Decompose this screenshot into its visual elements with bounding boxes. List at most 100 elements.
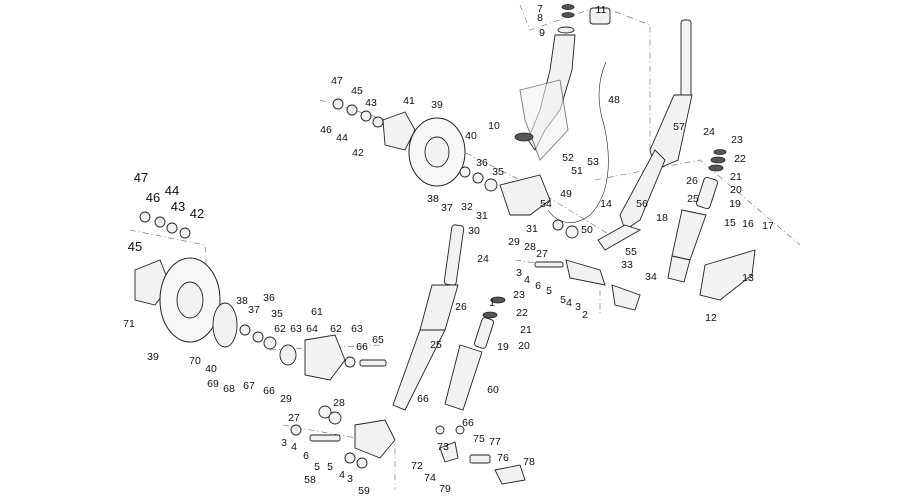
part-label: 73 [437,441,449,453]
part-label: 4 [339,469,345,481]
part-label: 57 [673,121,685,133]
part-label: 53 [587,156,599,168]
part-label: 44 [165,183,179,198]
part-label: 4 [291,441,297,453]
part-label: 5 [546,285,552,297]
part-label: 26 [686,175,698,187]
part-label: 71 [123,318,135,330]
part-label: 7 [537,3,543,15]
part-label: 24 [703,126,715,138]
part-label: 18 [656,212,668,224]
part-label: 21 [520,324,532,336]
part-label: 26 [455,301,467,313]
part-label: 55 [625,246,637,258]
part-label: 21 [730,171,742,183]
part-label: 43 [171,199,185,214]
part-label: 36 [263,292,275,304]
part-label: 48 [608,94,620,106]
part-label: 11 [596,4,607,16]
part-label: 39 [431,99,443,111]
part-label: 9 [539,27,545,39]
part-label: 47 [134,170,148,185]
part-label: 63 [290,323,302,335]
part-label: 62 [330,323,342,335]
part-label: 69 [207,378,219,390]
part-label: 1 [489,297,495,309]
part-label: 23 [731,134,743,146]
part-label: 3 [575,301,581,313]
part-label: 22 [734,153,746,165]
part-label: 49 [560,188,572,200]
part-label: 25 [430,339,442,351]
part-label: 72 [411,460,423,472]
part-label: 27 [288,412,300,424]
part-label: 23 [513,289,525,301]
part-label: 79 [439,483,451,495]
part-label: 4 [524,274,530,286]
part-label: 50 [581,224,593,236]
part-label: 62 [274,323,286,335]
part-label: 31 [476,210,488,222]
part-label: 3 [516,267,522,279]
part-label: 27 [536,248,548,260]
part-label: 29 [280,393,292,405]
part-label: 60 [487,384,499,396]
part-label: 16 [742,218,754,230]
part-label: 5 [560,294,566,306]
steering-column [514,4,611,161]
part-label: 56 [636,198,648,210]
part-label: 6 [303,450,309,462]
part-label: 20 [518,340,530,352]
speedometer-drive [435,425,526,485]
left-fork-leg [392,224,465,411]
part-label: 58 [304,474,316,486]
part-label: 78 [523,456,535,468]
left-shock-absorber [444,296,506,411]
lower-brake-caliper [239,324,387,381]
part-label: 13 [742,272,754,284]
brake-cable [547,61,609,223]
part-label: 64 [306,323,318,335]
part-label: 45 [351,85,363,97]
part-label: 44 [336,132,348,144]
part-label: 74 [424,472,436,484]
part-label: 63 [351,323,363,335]
part-label: 32 [461,201,473,213]
right-shock-absorber [667,149,727,283]
part-label: 38 [427,193,439,205]
left-wheel-axle-carrier [290,405,396,469]
part-label: 37 [248,304,260,316]
part-label: 59 [358,485,370,497]
mudguard-bracket [699,249,756,301]
part-label: 54 [540,198,552,210]
part-label: 14 [600,198,612,210]
part-label: 31 [526,223,538,235]
part-label: 67 [243,380,255,392]
part-label: 19 [729,198,741,210]
part-label: 3 [347,473,353,485]
part-label: 75 [473,433,485,445]
part-label: 12 [705,312,717,324]
part-label: 28 [524,241,536,253]
part-label: 19 [497,341,509,353]
part-label: 24 [477,253,489,265]
upper-brake-disc [408,117,466,187]
part-label: 65 [372,334,384,346]
part-label: 42 [352,147,364,159]
part-label: 2 [582,309,588,321]
part-label: 42 [190,206,204,221]
part-label: 5 [314,461,320,473]
part-label: 35 [271,308,283,320]
part-label: 46 [320,124,332,136]
part-label: 66 [356,341,368,353]
part-label: 66 [417,393,429,405]
part-label: 4 [566,297,572,309]
part-label: 5 [327,461,333,473]
part-label: 34 [645,271,657,283]
part-label: 43 [365,97,377,109]
part-label: 29 [508,236,520,248]
part-label: 25 [687,193,699,205]
lower-brake-disc [159,257,238,348]
part-label: 39 [147,351,159,363]
